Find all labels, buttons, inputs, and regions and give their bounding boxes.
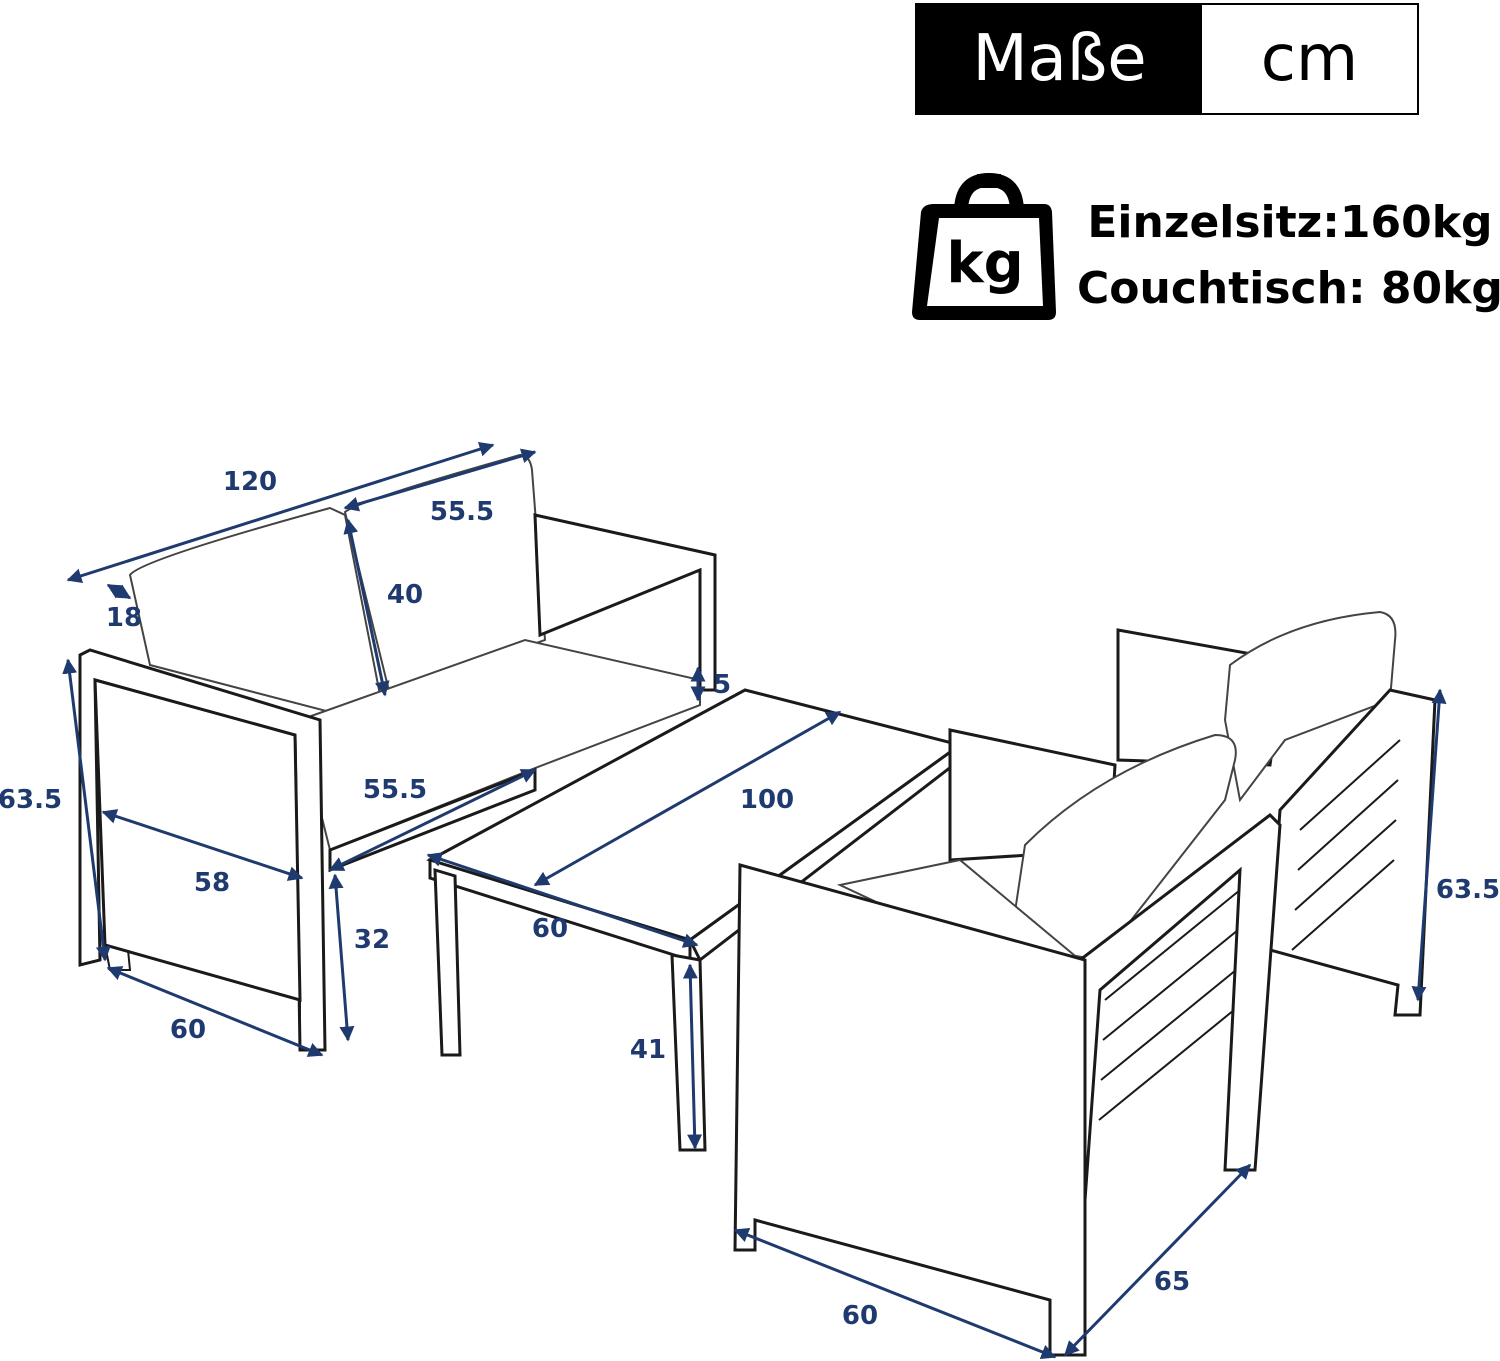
dim-line-seat-height xyxy=(328,873,355,1042)
label-table-width: 60 xyxy=(532,914,568,944)
armchair-back xyxy=(1116,610,1437,1017)
back-chair-frame xyxy=(1268,688,1437,1017)
sofa xyxy=(78,453,717,1052)
front-chair-back-cushion xyxy=(1008,733,1237,962)
single-seat-capacity: Einzelsitz:160kg xyxy=(1087,197,1493,248)
label-sofa-cushion-width: 55.5 xyxy=(430,497,494,527)
label-table-height: 41 xyxy=(630,1035,666,1065)
label-cushion-thickness: 5 xyxy=(713,670,731,700)
label-sofa-height: 63.5 xyxy=(0,785,62,815)
label-sofa-back-height: 40 xyxy=(387,580,423,610)
units-label: Maße xyxy=(917,5,1202,113)
label-seat-height: 32 xyxy=(354,925,390,955)
label-table-length: 100 xyxy=(740,785,794,815)
label-sofa-depth: 60 xyxy=(170,1015,206,1045)
label-sofa-width: 120 xyxy=(223,467,277,497)
label-chair-depth: 65 xyxy=(1154,1267,1190,1297)
sofa-left-arm-weave xyxy=(93,678,302,1002)
dim-line-sofa-cushion-width xyxy=(343,448,537,512)
units-value: cm xyxy=(1260,22,1359,96)
dim-line-table-height xyxy=(682,963,703,1150)
front-chair-side-slats xyxy=(1098,889,1241,1121)
dim-line-chair-height xyxy=(1411,688,1447,1002)
table-leg-left xyxy=(433,867,462,1057)
weight-lines: Einzelsitz:160kg Couchtisch: 80kg xyxy=(1077,190,1500,322)
back-chair-cushion xyxy=(1223,610,1397,803)
dim-line-inner-depth xyxy=(101,809,304,881)
label-chair-height: 63.5 xyxy=(1436,875,1500,905)
units-box: Maße cm xyxy=(915,3,1419,115)
dim-line-arm-width xyxy=(106,583,132,600)
label-inner-depth: 58 xyxy=(194,868,230,898)
weight-icon-text: kg xyxy=(946,231,1023,296)
dim-line-table-width xyxy=(426,852,699,948)
label-seat-depth: 55.5 xyxy=(363,775,427,805)
dim-line-seat-depth xyxy=(328,768,537,872)
dimension-labels: 120 55.5 40 18 63.5 55.5 58 60 32 5 100 … xyxy=(0,467,1500,1331)
dim-line-chair-width xyxy=(733,1228,1057,1359)
dimension-lines xyxy=(62,441,1447,1359)
dim-line-chair-depth xyxy=(1063,1163,1252,1357)
table-leg-right xyxy=(670,953,707,1152)
weight-icon: kg xyxy=(912,172,1056,320)
dim-line-sofa-back-height xyxy=(343,518,390,697)
coffee-table-capacity: Couchtisch: 80kg xyxy=(1077,263,1500,314)
back-chair-slats xyxy=(1291,739,1401,951)
label-chair-width: 60 xyxy=(842,1301,878,1331)
weight-capacity: kg Einzelsitz:160kg Couchtisch: 80kg xyxy=(905,172,1500,322)
label-arm-width: 18 xyxy=(106,603,142,633)
dim-line-sofa-depth xyxy=(106,966,324,1057)
dim-line-sofa-height xyxy=(62,658,111,962)
